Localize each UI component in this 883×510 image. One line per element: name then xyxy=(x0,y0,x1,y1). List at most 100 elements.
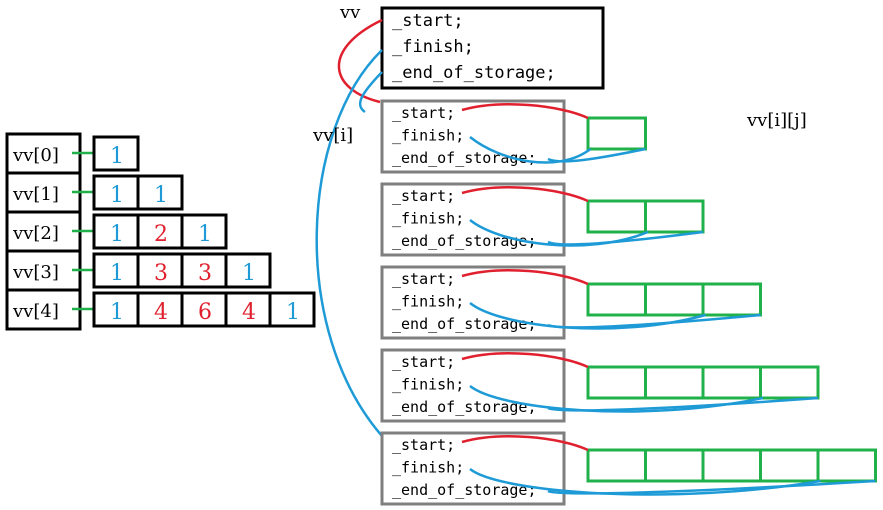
value-text: 1 xyxy=(110,222,124,247)
element-cell xyxy=(759,448,820,483)
row-label-cell xyxy=(5,210,82,253)
outer-end-of-storage-pointer xyxy=(358,71,383,114)
element-cell xyxy=(644,199,705,234)
value-cell xyxy=(180,291,228,328)
inner-vectors: _start; _finish; _end_of_storage; _start; _f… xyxy=(380,99,877,506)
inner-start-pointer xyxy=(461,269,589,286)
pascal-triangle-table: vv[0]1 vv[1] 1 1 vv[2] 1 2 1 vv[3] 1 3 3 1 vv[4] 1 4 6 4 1 xyxy=(5,132,316,331)
value-cell xyxy=(224,252,272,289)
inner-vector-box xyxy=(380,431,566,506)
inner-field: _finish; xyxy=(392,376,464,394)
inner-start-pointer xyxy=(461,103,589,120)
value-text: 1 xyxy=(110,261,124,286)
inner-field: _start; xyxy=(392,270,455,288)
element-cell xyxy=(586,199,647,234)
element-label: vv[i][j] xyxy=(746,110,807,131)
row-1: vv[1] 1 1 xyxy=(5,171,184,214)
inner-vector-0: _start;_finish;_end_of_storage; xyxy=(380,99,647,174)
inner-field: _start; xyxy=(392,187,455,205)
element-cell xyxy=(586,365,647,400)
inner-start-pointer xyxy=(461,352,589,369)
inner-vector-1: _start;_finish;_end_of_storage; xyxy=(380,182,705,257)
element-cell xyxy=(586,116,647,151)
row-0: vv[0]1 xyxy=(5,132,140,175)
value-text: 1 xyxy=(286,300,300,325)
value-cell xyxy=(136,174,184,211)
value-text: 4 xyxy=(242,300,256,325)
inner-field: _end_of_storage; xyxy=(392,315,537,333)
value-cell xyxy=(180,213,228,250)
element-cell xyxy=(644,365,705,400)
value-text: 3 xyxy=(154,261,168,286)
value-cell xyxy=(92,291,140,328)
value-text: 1 xyxy=(110,144,124,169)
outer-vector-label: vv xyxy=(339,2,361,23)
inner-finish-pointer xyxy=(469,219,649,247)
inner-field: _end_of_storage; xyxy=(392,232,537,250)
value-text: 1 xyxy=(154,183,168,208)
inner-start-pointer xyxy=(461,186,589,203)
inner-vector-2: _start; _finish; _end_of_storage; xyxy=(380,265,762,340)
inner-field: _start; xyxy=(392,104,455,122)
element-cell xyxy=(586,282,647,317)
row-2: vv[2] 1 2 1 xyxy=(5,210,228,253)
inner-field: _end_of_storage; xyxy=(392,481,537,499)
inner-field: _end_of_storage; xyxy=(392,398,537,416)
outer-vector-box xyxy=(380,6,605,90)
row-label: vv[1] xyxy=(12,184,59,205)
value-text: 1 xyxy=(242,261,256,286)
element-cell xyxy=(759,365,820,400)
value-cell xyxy=(92,252,140,289)
element-cell xyxy=(816,448,877,483)
element-cell xyxy=(644,448,705,483)
inner-vector-box xyxy=(380,265,566,340)
outer-start-pointer xyxy=(337,18,383,104)
inner-end-of-storage-pointer xyxy=(547,396,819,412)
inner-field: _finish; xyxy=(392,293,464,311)
value-cell xyxy=(92,135,140,172)
value-cell xyxy=(136,252,184,289)
value-text: 3 xyxy=(198,261,212,286)
value-cell xyxy=(180,252,228,289)
element-cell xyxy=(586,448,647,483)
value-cell xyxy=(136,213,184,250)
row-label: vv[3] xyxy=(12,262,59,283)
row-label: vv[4] xyxy=(12,301,59,322)
value-text: 6 xyxy=(198,300,212,325)
row-label-cell xyxy=(5,171,82,214)
value-text: 4 xyxy=(154,300,168,325)
inner-vector-box xyxy=(380,348,566,423)
outer-field-start: _start; xyxy=(392,11,464,31)
inner-field: _start; xyxy=(392,436,455,454)
inner-field: _start; xyxy=(392,353,455,371)
inner-vector-box xyxy=(380,99,566,174)
row-3: vv[3] 1 3 3 1 xyxy=(5,249,272,292)
inner-vector-3: _start; _finish; _end_of_storage; xyxy=(380,348,820,423)
element-cell xyxy=(701,365,762,400)
outer-field-finish: _finish; xyxy=(392,37,474,57)
row-label-cell xyxy=(5,249,82,292)
inner-finish-pointer xyxy=(469,136,592,164)
element-cell xyxy=(644,282,705,317)
outer-field-end-of-storage: _end_of_storage; xyxy=(392,63,556,83)
value-text: 2 xyxy=(154,222,168,247)
inner-end-of-storage-pointer xyxy=(547,147,646,163)
value-text: 1 xyxy=(198,222,212,247)
inner-vector-4: _start; _finish; _end_of_storage; xyxy=(380,431,877,506)
inner-field: _finish; xyxy=(392,459,464,477)
element-cell xyxy=(701,448,762,483)
value-cell xyxy=(268,291,316,328)
element-cell xyxy=(701,282,762,317)
inner-end-of-storage-pointer xyxy=(547,479,876,495)
inner-start-pointer xyxy=(461,435,589,452)
inner-end-of-storage-pointer xyxy=(547,313,761,329)
inner-vector-label: vv[i] xyxy=(312,125,353,146)
inner-field: _finish; xyxy=(392,127,464,145)
value-cell xyxy=(224,291,272,328)
outer-finish-pointer xyxy=(315,49,383,437)
inner-end-of-storage-pointer xyxy=(547,230,704,246)
value-text: 1 xyxy=(110,183,124,208)
row-label: vv[2] xyxy=(12,223,59,244)
